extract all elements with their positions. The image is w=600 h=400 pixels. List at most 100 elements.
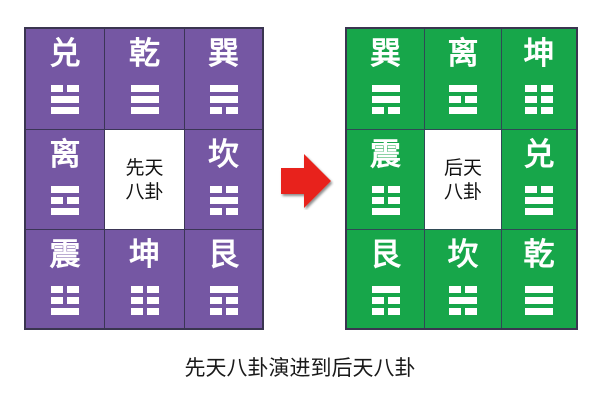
broken-line (209, 208, 238, 215)
trigram-name: 艮 (370, 237, 401, 273)
arrow-shape (281, 154, 331, 208)
broken-line (51, 85, 79, 92)
trigram-symbol (209, 286, 238, 315)
right-arrow-icon (281, 154, 331, 208)
solid-line (130, 96, 159, 103)
broken-line (371, 297, 400, 304)
solid-line (525, 286, 553, 293)
solid-line (209, 85, 238, 92)
houtian-bagua-grid: 巽离坤震后天八卦 兑艮 坎 乾 (345, 27, 578, 330)
trigram-cell: 离 (26, 130, 105, 230)
trigram-symbol (449, 286, 477, 315)
broken-line (209, 107, 238, 114)
trigram-name: 艮 (208, 237, 239, 273)
solid-line (525, 197, 553, 204)
solid-line (51, 186, 79, 193)
center-cell: 后天八卦 (425, 130, 502, 230)
trigram-symbol (371, 85, 400, 114)
solid-line (371, 96, 400, 103)
solid-line (449, 297, 477, 304)
solid-line (209, 96, 238, 103)
trigram-symbol (525, 286, 553, 315)
broken-line (209, 297, 238, 304)
solid-line (371, 286, 400, 293)
trigram-cell: 坤 (502, 29, 576, 130)
trigram-name: 坤 (129, 237, 160, 273)
trigram-cell: 震 (26, 230, 105, 328)
trigram-symbol (525, 186, 553, 215)
trigram-cell: 兑 (502, 130, 576, 230)
solid-line (371, 85, 400, 92)
solid-line (525, 208, 553, 215)
trigram-cell: 兑 (26, 29, 105, 130)
trigram-symbol (371, 286, 400, 315)
broken-line (51, 197, 79, 204)
solid-line (130, 107, 159, 114)
solid-line (449, 107, 477, 114)
broken-line (449, 286, 477, 293)
trigram-cell: 乾 (502, 230, 576, 328)
solid-line (51, 96, 79, 103)
trigram-symbol (209, 85, 238, 114)
broken-line (449, 96, 477, 103)
trigram-cell: 坎 (185, 130, 262, 230)
trigram-cell: 艮 (185, 230, 262, 328)
broken-line (525, 85, 553, 92)
broken-line (209, 186, 238, 193)
trigram-name: 巽 (370, 36, 401, 72)
trigram-symbol (449, 85, 477, 114)
solid-line (51, 308, 79, 315)
broken-line (449, 308, 477, 315)
caption: 先天八卦演进到后天八卦 (184, 356, 416, 380)
solid-line (130, 85, 159, 92)
trigram-name: 兑 (49, 36, 81, 72)
trigram-cell: 离 (425, 29, 502, 130)
center-title: 后天八卦 (443, 156, 482, 203)
trigram-name: 震 (370, 137, 401, 173)
trigram-cell: 坎 (425, 230, 502, 328)
trigram-name: 巽 (208, 36, 239, 72)
trigram-name: 震 (49, 237, 81, 273)
trigram-cell: 震 (347, 130, 425, 230)
trigram-cell: 乾 (105, 29, 185, 130)
solid-line (209, 286, 238, 293)
trigram-cell: 艮 (347, 230, 425, 328)
solid-line (525, 297, 553, 304)
center-title: 先天八卦 (125, 156, 164, 203)
trigram-name: 坎 (447, 237, 479, 273)
broken-line (371, 107, 400, 114)
broken-line (371, 308, 400, 315)
solid-line (51, 208, 79, 215)
broken-line (51, 286, 79, 293)
trigram-name: 坎 (208, 137, 239, 173)
trigram-symbol (209, 186, 238, 215)
broken-line (130, 286, 159, 293)
trigram-name: 乾 (129, 36, 160, 72)
trigram-name: 乾 (523, 237, 555, 273)
broken-line (525, 96, 553, 103)
trigram-cell: 坤 (105, 230, 185, 328)
broken-line (371, 186, 400, 193)
broken-line (51, 297, 79, 304)
trigram-symbol (130, 286, 159, 315)
solid-line (371, 208, 400, 215)
broken-line (371, 197, 400, 204)
trigram-symbol (51, 85, 79, 114)
solid-line (51, 107, 79, 114)
trigram-name: 离 (49, 137, 81, 173)
trigram-cell: 巽 (185, 29, 262, 130)
center-cell: 先天八卦 (105, 130, 185, 230)
solid-line (449, 85, 477, 92)
trigram-symbol (130, 85, 159, 114)
trigram-symbol (51, 286, 79, 315)
trigram-name: 兑 (523, 137, 555, 173)
trigram-symbol (525, 85, 553, 114)
broken-line (525, 186, 553, 193)
xiantian-bagua-grid: 兑 乾 巽离先天八卦 坎震 坤 艮 (24, 27, 264, 330)
broken-line (130, 308, 159, 315)
broken-line (130, 297, 159, 304)
solid-line (525, 308, 553, 315)
trigram-symbol (51, 186, 79, 215)
solid-line (209, 197, 238, 204)
trigram-symbol (371, 186, 400, 215)
